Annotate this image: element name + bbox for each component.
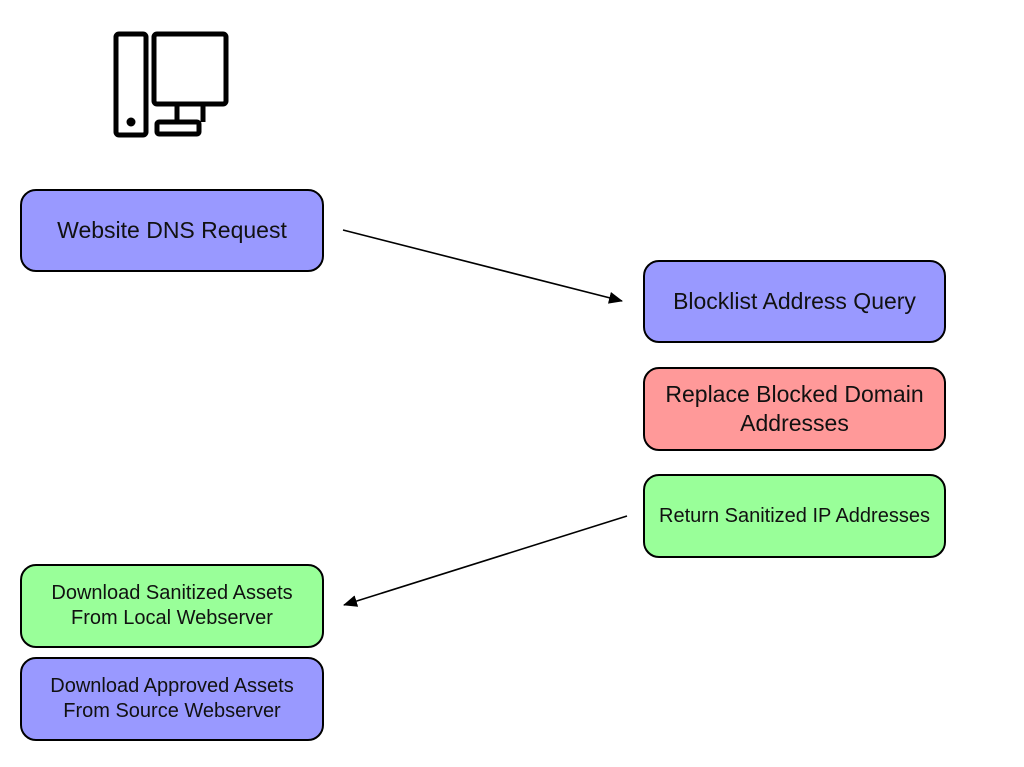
download-approved-assets-label: Download Approved Assets From Source Web… xyxy=(50,675,294,722)
blocklist-address-query-label: Blocklist Address Query xyxy=(673,288,916,315)
replace-blocked-domain-box: Replace Blocked Domain Addresses xyxy=(643,367,946,451)
replace-blocked-domain-label: Replace Blocked Domain Addresses xyxy=(665,381,924,436)
return-sanitized-ip-label: Return Sanitized IP Addresses xyxy=(659,504,930,527)
desktop-computer-icon xyxy=(113,31,229,138)
download-approved-assets-box: Download Approved Assets From Source Web… xyxy=(20,657,324,741)
download-sanitized-assets-label: Download Sanitized Assets From Local Web… xyxy=(51,582,293,629)
return-sanitized-ip-box: Return Sanitized IP Addresses xyxy=(643,474,946,558)
arrow-request-to-query xyxy=(342,229,623,304)
download-sanitized-assets-box: Download Sanitized Assets From Local Web… xyxy=(20,564,324,648)
arrow-return-to-download xyxy=(343,515,628,607)
website-dns-request-box: Website DNS Request xyxy=(20,189,324,272)
website-dns-request-label: Website DNS Request xyxy=(57,217,287,244)
blocklist-address-query-box: Blocklist Address Query xyxy=(643,260,946,343)
